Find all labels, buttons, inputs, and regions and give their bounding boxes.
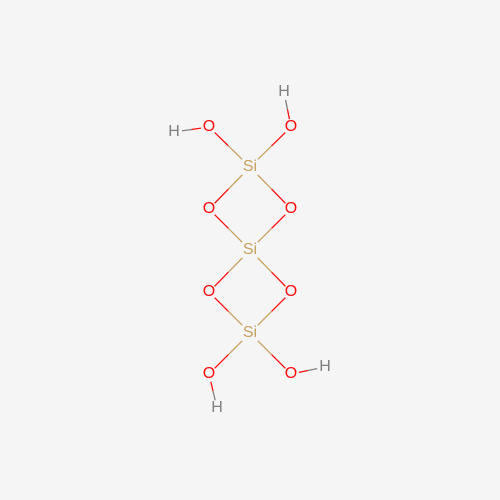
bond-Si3-O8-half-a (257, 340, 273, 356)
bond-O6-Si3-half-b (257, 310, 273, 326)
atom-label-h3: H (211, 399, 223, 416)
bond-H1-O1-half-a (181, 128, 192, 132)
bond-O2-Si1-half-b (257, 145, 273, 160)
bond-H1-O1-half-b (191, 127, 202, 131)
bond-O5-Si3-half-a (214, 297, 229, 312)
bond-O2-Si1-half-a (271, 132, 286, 147)
bond-H2-O2-half-b (286, 109, 291, 120)
bond-Si2-O5-half-a (227, 257, 243, 273)
bond-Si2-O5-half-b (214, 271, 229, 287)
bond-O3-Si2-half-a (214, 214, 229, 229)
atom-label-h4: H (319, 358, 331, 375)
bond-O7-H3-half-b (212, 390, 216, 401)
bond-O6-Si3-half-a (271, 297, 286, 312)
atom-label-o6: O (285, 283, 297, 300)
atom-label-si2: Si (243, 241, 257, 258)
atom-label-o5: O (203, 283, 215, 300)
bond-O8-H4-half-b (307, 367, 318, 372)
bond-Si2-O6-half-a (257, 257, 273, 273)
atom-label-o2: O (285, 118, 297, 135)
bond-Si1-O4-half-b (271, 188, 286, 204)
atom-label-o7: O (203, 365, 215, 382)
bond-H2-O2-half-a (284, 99, 289, 110)
bond-O4-Si2-half-a (271, 214, 286, 229)
bond-O5-Si3-half-b (227, 310, 243, 326)
atom-label-o8: O (285, 365, 297, 382)
bond-O1-Si1-half-a (214, 132, 229, 147)
atom-label-o4: O (285, 200, 297, 217)
bond-Si1-O3-half-b (214, 188, 229, 204)
bond-O8-H4-half-a (298, 369, 309, 374)
bond-O3-Si2-half-b (227, 227, 243, 243)
bond-Si3-O7-half-a (227, 340, 243, 356)
bond-layer (181, 99, 318, 401)
bond-Si3-O8-half-b (271, 354, 286, 369)
bond-Si1-O4-half-a (257, 174, 273, 190)
bond-Si1-O3-half-a (227, 174, 243, 190)
bond-Si3-O7-half-b (214, 354, 229, 369)
atom-label-h2: H (278, 83, 290, 100)
atom-label-o1: O (203, 118, 215, 135)
bond-O7-H3-half-a (210, 381, 214, 392)
bond-O1-Si1-half-b (227, 145, 243, 160)
atom-label-h1: H (168, 123, 180, 140)
bond-Si2-O6-half-b (271, 271, 286, 287)
bond-O4-Si2-half-b (257, 227, 273, 243)
atom-label-si1: Si (243, 158, 257, 175)
atom-label-si3: Si (243, 324, 257, 341)
atom-label-o3: O (203, 200, 215, 217)
